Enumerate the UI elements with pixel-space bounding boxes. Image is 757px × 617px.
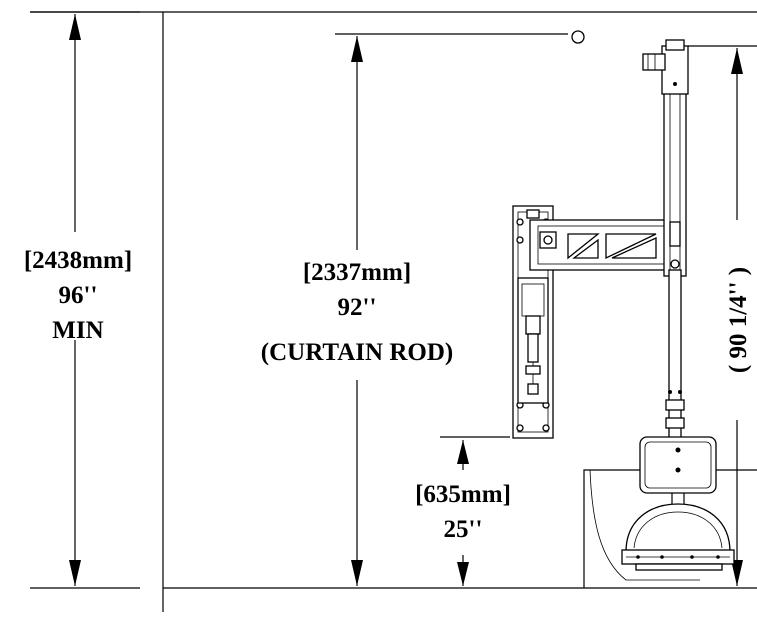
ceiling-height-imperial: 96'' — [59, 282, 98, 309]
column-height-dimension: ( 90 1/4'' ) — [688, 45, 757, 586]
curtain-rod-end — [571, 30, 585, 44]
vertical-column — [663, 55, 687, 441]
column-height-imperial: ( 90 1/4'' ) — [725, 267, 752, 373]
bench-height-dimension: [635mm] 25'' — [415, 436, 511, 586]
ceiling-height-metric: [2438mm] — [24, 247, 132, 274]
lift-arm — [529, 219, 686, 271]
bench-height-imperial: 25'' — [444, 516, 483, 543]
curtain-rod-imperial: 92'' — [338, 294, 377, 321]
column-top-bracket — [642, 39, 689, 95]
ceiling-height-min-label: MIN — [52, 317, 103, 344]
actuator-cylinder — [517, 277, 549, 404]
bench-height-metric: [635mm] — [415, 481, 511, 508]
seat-back-panel — [639, 436, 717, 510]
ceiling-height-dimension: [2438mm] 96'' MIN — [24, 14, 132, 586]
bathtub — [583, 469, 757, 588]
curtain-rod-metric: [2337mm] — [303, 259, 411, 286]
curtain-rod-label: (CURTAIN ROD) — [261, 339, 453, 366]
curtain-rod-dimension: [2337mm] 92'' (CURTAIN ROD) — [261, 30, 585, 586]
lift-seat — [621, 503, 735, 571]
room-outline — [30, 11, 757, 612]
